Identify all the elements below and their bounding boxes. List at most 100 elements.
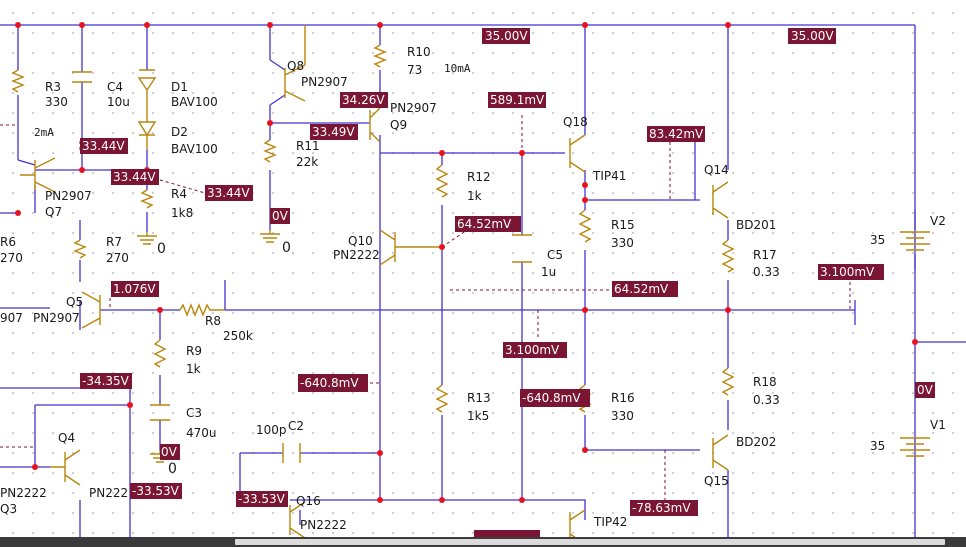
transistor-q5[interactable] [81,291,101,329]
capacitor-c2[interactable] [282,443,301,463]
label-d2-name: D2 [171,125,188,139]
svg-text:0: 0 [282,240,291,256]
transistor-q9[interactable] [369,107,381,143]
voltage-tag-d2: 33.44V [111,169,159,185]
svg-text:83.42mV: 83.42mV [649,127,704,141]
label-r9-value: 1k [186,362,201,376]
label-r8-name: R8 [205,314,221,328]
label-r10-name: R10 [407,45,431,59]
resistor-r4[interactable] [140,189,154,209]
capacitor-c4[interactable] [72,71,92,83]
label-q8-name: Q8 [287,59,304,73]
svg-text:0V: 0V [917,383,934,397]
label-r13-name: R13 [467,391,491,405]
diode-d1[interactable] [137,69,157,110]
label-r10-value: 73 [407,63,422,77]
svg-text:33.49V: 33.49V [312,125,355,139]
svg-text:0: 0 [157,241,166,257]
svg-text:-33.53V: -33.53V [132,484,180,498]
label-q15-name: Q15 [704,474,729,488]
resistor-r12[interactable] [435,164,449,198]
label-q15-value: BD202 [736,435,776,449]
label-q19-value: TIP42 [593,515,627,529]
label-q16-name: Q16 [296,494,321,508]
label-q5-name: Q5 [66,295,83,309]
transistor-q18[interactable] [569,134,586,173]
label-c3-name: C3 [186,406,202,420]
transistor-q4[interactable] [50,449,81,486]
diode-d2[interactable] [137,110,157,150]
voltage-tag-q5-base: 1.076V [111,281,159,297]
label-r4-value: 1k8 [171,206,193,220]
voltage-source-v1[interactable] [900,437,930,457]
resistor-r15[interactable] [578,209,592,243]
junction-dots [15,22,918,503]
svg-text:-34.35V: -34.35V [82,374,130,388]
label-r8-value: 250k [223,329,253,343]
horizontal-scrollbar[interactable] [0,537,966,547]
label-q14-name: Q14 [704,163,729,177]
svg-text:33.44V: 33.44V [207,186,250,200]
wires [0,24,966,547]
resistor-r13[interactable] [435,384,449,413]
voltage-tag-q14-base: 83.42mV [647,126,705,142]
resistor-r11[interactable] [263,139,277,163]
label-r4-name: R4 [171,187,187,201]
capacitor-c5[interactable] [512,234,532,263]
voltage-tags: 35.00V 35.00V 34.26V 33.49V 33.44V 33.44… [80,28,935,540]
resistor-r10[interactable] [373,44,387,68]
resistor-r6[interactable] [73,239,87,259]
capacitor-c3[interactable] [150,404,170,421]
resistor-r3[interactable] [11,69,25,93]
label-r17-name: R17 [753,248,777,262]
label-c4-value: 10u [107,95,130,109]
transistor-q8[interactable] [284,25,306,102]
resistor-r18[interactable] [721,367,735,396]
label-c4-name: C4 [107,80,123,94]
svg-text:33.44V: 33.44V [82,139,125,153]
label-r9-name: R9 [186,344,202,358]
label-q14-value: BD201 [736,218,776,232]
voltage-tag-c5: 64.52mV [612,281,678,297]
resistor-r17[interactable] [721,239,735,273]
svg-text:34.26V: 34.26V [342,93,385,107]
voltage-tag-r16: -640.8mV [520,389,590,407]
voltage-tag-top-left: 35.00V [482,28,530,44]
label-r6-value: 270 [0,251,23,265]
voltage-tag-q16: -33.53V [236,491,288,507]
label-r15-value: 330 [611,236,634,250]
label-left-partial: 907 [0,311,23,325]
label-q9-value: PN2907 [390,101,437,115]
label-r12-value: 1k [467,189,482,203]
svg-text:64.52mV: 64.52mV [457,217,512,231]
resistor-r9[interactable] [153,339,167,368]
ground-symbol-2: 0 [260,230,291,256]
label-r3-value: 330 [45,95,68,109]
voltage-tag-q7-emitter: 33.44V [80,138,128,154]
voltage-source-v2[interactable] [900,231,930,251]
label-r10-current: 10mA [444,62,471,75]
label-c2-name: C2 [288,419,304,433]
transistor-q10[interactable] [379,229,442,266]
resistor-r8[interactable] [179,303,225,317]
transistor-q16[interactable] [289,501,306,539]
transistor-q7[interactable] [20,157,56,193]
voltage-tag-r4: 33.44V [205,185,253,201]
label-r15-name: R15 [611,218,635,232]
label-v2-value: 35 [870,233,885,247]
label-q7-value: PN2907 [45,189,92,203]
label-d2-value: BAV100 [171,142,218,156]
label-r18-name: R18 [753,375,777,389]
label-v1-value: 35 [870,439,885,453]
label-q16-value: PN2222 [300,518,347,532]
svg-text:589.1mV: 589.1mV [490,93,545,107]
transistor-q14[interactable] [712,181,729,219]
label-r13-value: 1k5 [467,409,489,423]
svg-text:64.52mV: 64.52mV [614,282,669,296]
voltage-tag-supply-mid: 0V [915,382,935,398]
transistor-q15[interactable] [712,434,729,471]
svg-text:3.100mV: 3.100mV [820,265,875,279]
scrollbar-thumb[interactable] [235,539,945,545]
component-labels: R3 330 C4 10u D1 BAV100 D2 BAV100 R4 1k8… [0,45,946,532]
